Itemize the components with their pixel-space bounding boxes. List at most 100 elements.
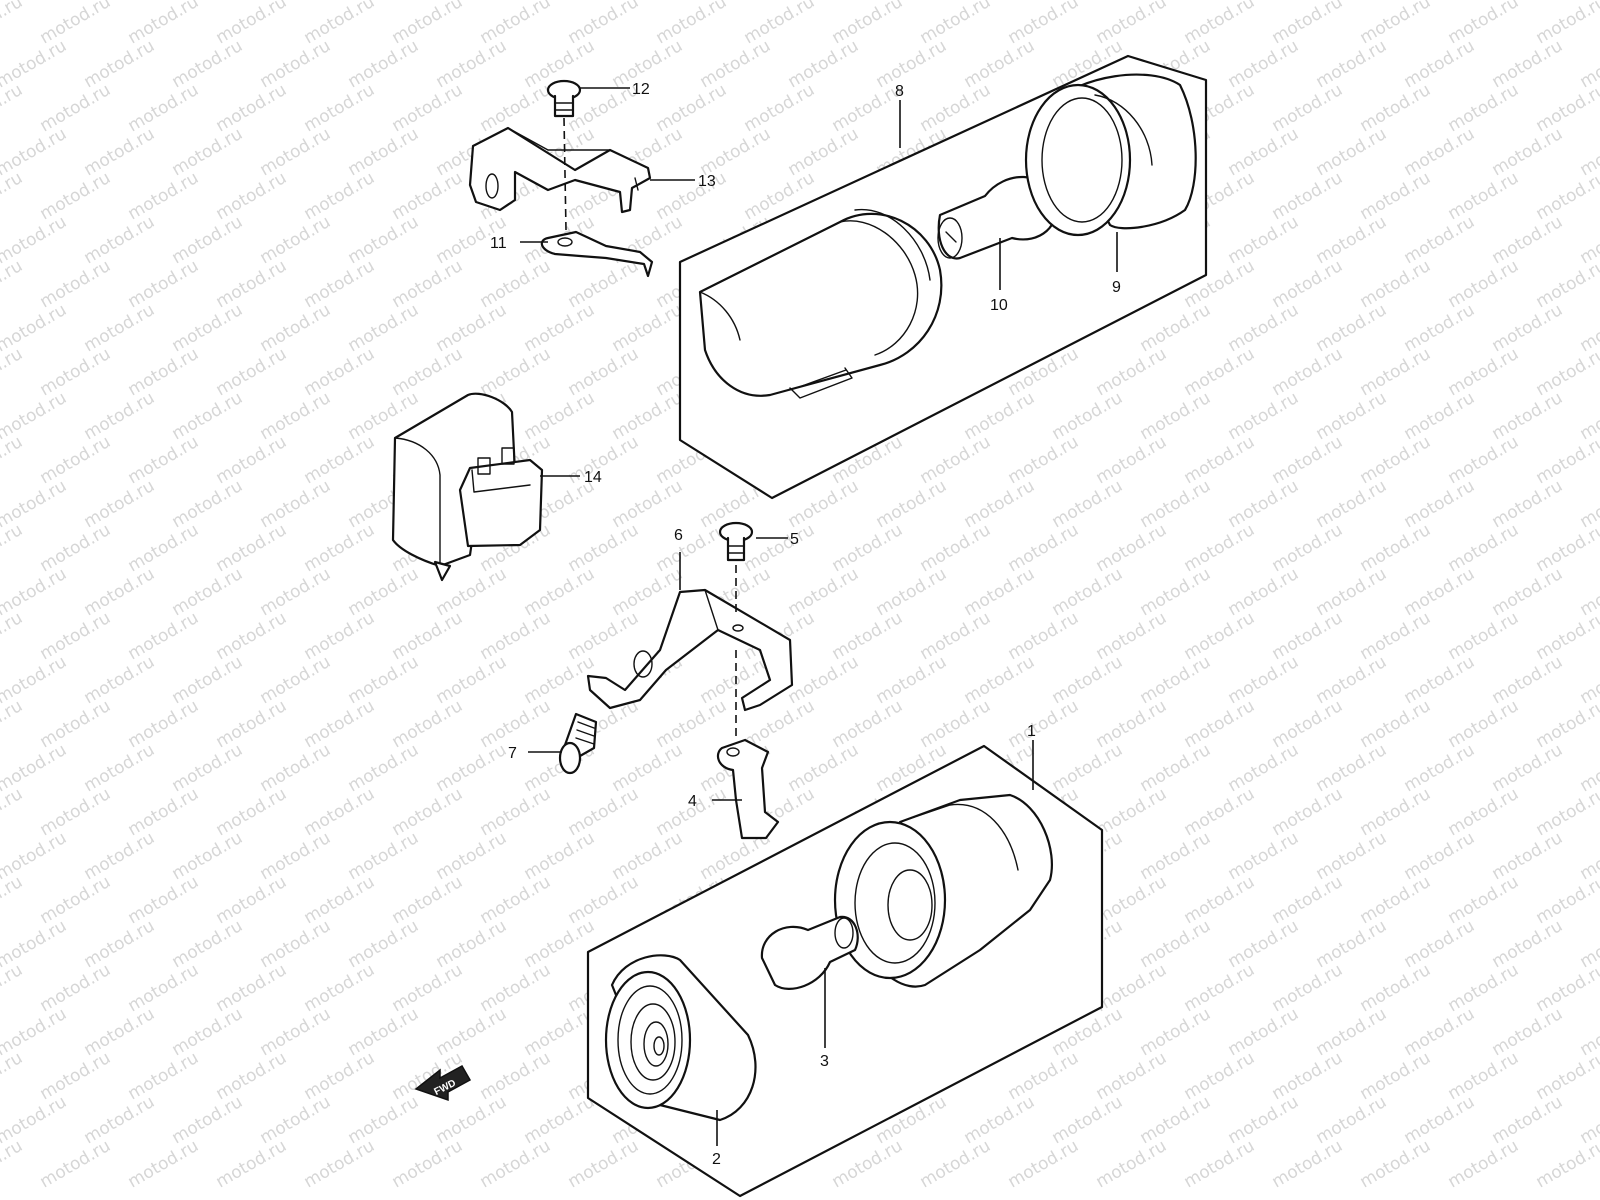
watermark-text: motod.ru xyxy=(81,564,159,620)
watermark-text: motod.ru xyxy=(345,916,423,972)
bracket-lower xyxy=(586,588,794,712)
watermark-text: motod.ru xyxy=(1445,608,1523,664)
watermark-text: motod.ru xyxy=(1401,388,1479,444)
watermark-text: motod.ru xyxy=(169,476,247,532)
watermark-text: motod.ru xyxy=(1313,212,1391,268)
watermark-text: motod.ru xyxy=(1313,300,1391,356)
screw-upper xyxy=(546,79,582,118)
watermark-text: motod.ru xyxy=(1005,520,1083,576)
watermark-text: motod.ru xyxy=(1093,520,1171,576)
watermark-text: motod.ru xyxy=(917,1136,995,1192)
watermark-text: motod.ru xyxy=(37,256,115,312)
watermark-text: motod.ru xyxy=(565,608,643,664)
watermark-text: motod.ru xyxy=(1181,520,1259,576)
watermark-text: motod.ru xyxy=(433,916,511,972)
watermark-text: motod.ru xyxy=(257,124,335,180)
watermark-text: motod.ru xyxy=(1269,256,1347,312)
watermark-text: motod.ru xyxy=(345,652,423,708)
watermark-text: motod.ru xyxy=(433,300,511,356)
watermark-text: motod.ru xyxy=(829,608,907,664)
watermark-text: motod.ru xyxy=(477,344,555,400)
watermark-text: motod.ru xyxy=(521,1004,599,1060)
watermark-text: motod.ru xyxy=(565,784,643,840)
watermark-text: motod.ru xyxy=(1093,696,1171,752)
watermark-text: motod.ru xyxy=(81,212,159,268)
callout-14: 14 xyxy=(584,469,602,486)
callout-9: 9 xyxy=(1112,279,1121,296)
watermark-text: motod.ru xyxy=(0,784,26,840)
watermark-text: motod.ru xyxy=(653,696,731,752)
callout-5: 5 xyxy=(790,531,799,548)
watermark-text: motod.ru xyxy=(653,80,731,136)
watermark-text: motod.ru xyxy=(785,652,863,708)
watermark-text: motod.ru xyxy=(1181,0,1259,48)
watermark-text: motod.ru xyxy=(81,124,159,180)
watermark-text: motod.ru xyxy=(1533,0,1600,48)
watermark-text: motod.ru xyxy=(389,80,467,136)
watermark-text: motod.ru xyxy=(565,256,643,312)
watermark-text: motod.ru xyxy=(213,1048,291,1104)
watermark-text: motod.ru xyxy=(433,1092,511,1148)
watermark-text: motod.ru xyxy=(1049,1092,1127,1148)
watermark-text: motod.ru xyxy=(1401,300,1479,356)
watermark-text: motod.ru xyxy=(81,916,159,972)
watermark-text: motod.ru xyxy=(1313,1092,1391,1148)
watermark-text: motod.ru xyxy=(37,1136,115,1192)
watermark-text: motod.ru xyxy=(257,300,335,356)
bulb-rear xyxy=(937,175,1058,260)
watermark-text: motod.ru xyxy=(785,564,863,620)
watermark-text: motod.ru xyxy=(213,432,291,488)
signal-lens-rear xyxy=(1024,73,1197,237)
watermark-text: motod.ru xyxy=(213,608,291,664)
watermark-text: motod.ru xyxy=(1005,1048,1083,1104)
watermark-text: motod.ru xyxy=(1225,828,1303,884)
watermark-text: motod.ru xyxy=(1225,212,1303,268)
watermark-text: motod.ru xyxy=(1093,872,1171,928)
watermark-text: motod.ru xyxy=(609,388,687,444)
watermark-text: motod.ru xyxy=(1049,740,1127,796)
watermark-text: motod.ru xyxy=(1137,1004,1215,1060)
watermark-text: motod.ru xyxy=(389,1136,467,1192)
watermark-text: motod.ru xyxy=(213,1136,291,1192)
watermark-text: motod.ru xyxy=(1137,564,1215,620)
watermark-text: motod.ru xyxy=(125,960,203,1016)
watermark-text: motod.ru xyxy=(389,168,467,224)
watermark-text: motod.ru xyxy=(1137,476,1215,532)
watermark-text: motod.ru xyxy=(1181,344,1259,400)
watermark-text: motod.ru xyxy=(0,608,26,664)
watermark-text: motod.ru xyxy=(257,740,335,796)
watermark-text: motod.ru xyxy=(1401,36,1479,92)
watermark-text: motod.ru xyxy=(1225,388,1303,444)
callout-labels: 1 2 3 4 5 6 7 8 9 10 11 12 13 14 xyxy=(490,81,1121,1168)
watermark-text: motod.ru xyxy=(0,80,26,136)
watermark-text: motod.ru xyxy=(1005,0,1083,48)
watermark-text: motod.ru xyxy=(1093,1136,1171,1192)
watermark-text: motod.ru xyxy=(169,564,247,620)
watermark-text: motod.ru xyxy=(477,0,555,48)
watermark-text: motod.ru xyxy=(1269,608,1347,664)
watermark-text: motod.ru xyxy=(1225,740,1303,796)
watermark-text: motod.ru xyxy=(1533,1048,1600,1104)
clip-nut-lower xyxy=(716,738,780,840)
watermark-text: motod.ru xyxy=(37,0,115,48)
watermark-text: motod.ru xyxy=(477,696,555,752)
watermark-text: motod.ru xyxy=(125,784,203,840)
watermark-text: motod.ru xyxy=(1093,1048,1171,1104)
watermark-text: motod.ru xyxy=(1269,696,1347,752)
callout-6: 6 xyxy=(674,527,683,544)
watermark-text: motod.ru xyxy=(345,1092,423,1148)
callout-13: 13 xyxy=(698,173,716,190)
watermark-text: motod.ru xyxy=(477,608,555,664)
watermark-text: motod.ru xyxy=(169,36,247,92)
watermark-text: motod.ru xyxy=(1269,80,1347,136)
watermark-text: motod.ru xyxy=(961,1092,1039,1148)
watermark-text: motod.ru xyxy=(1005,608,1083,664)
watermark-text: motod.ru xyxy=(1445,168,1523,224)
watermark-text: motod.ru xyxy=(1489,916,1567,972)
watermark-text: motod.ru xyxy=(345,1004,423,1060)
watermark-text: motod.ru xyxy=(37,696,115,752)
watermark-text: motod.ru xyxy=(521,388,599,444)
watermark-text: motod.ru xyxy=(1357,432,1435,488)
watermark-text: motod.ru xyxy=(257,828,335,884)
watermark-text: motod.ru xyxy=(1137,1092,1215,1148)
